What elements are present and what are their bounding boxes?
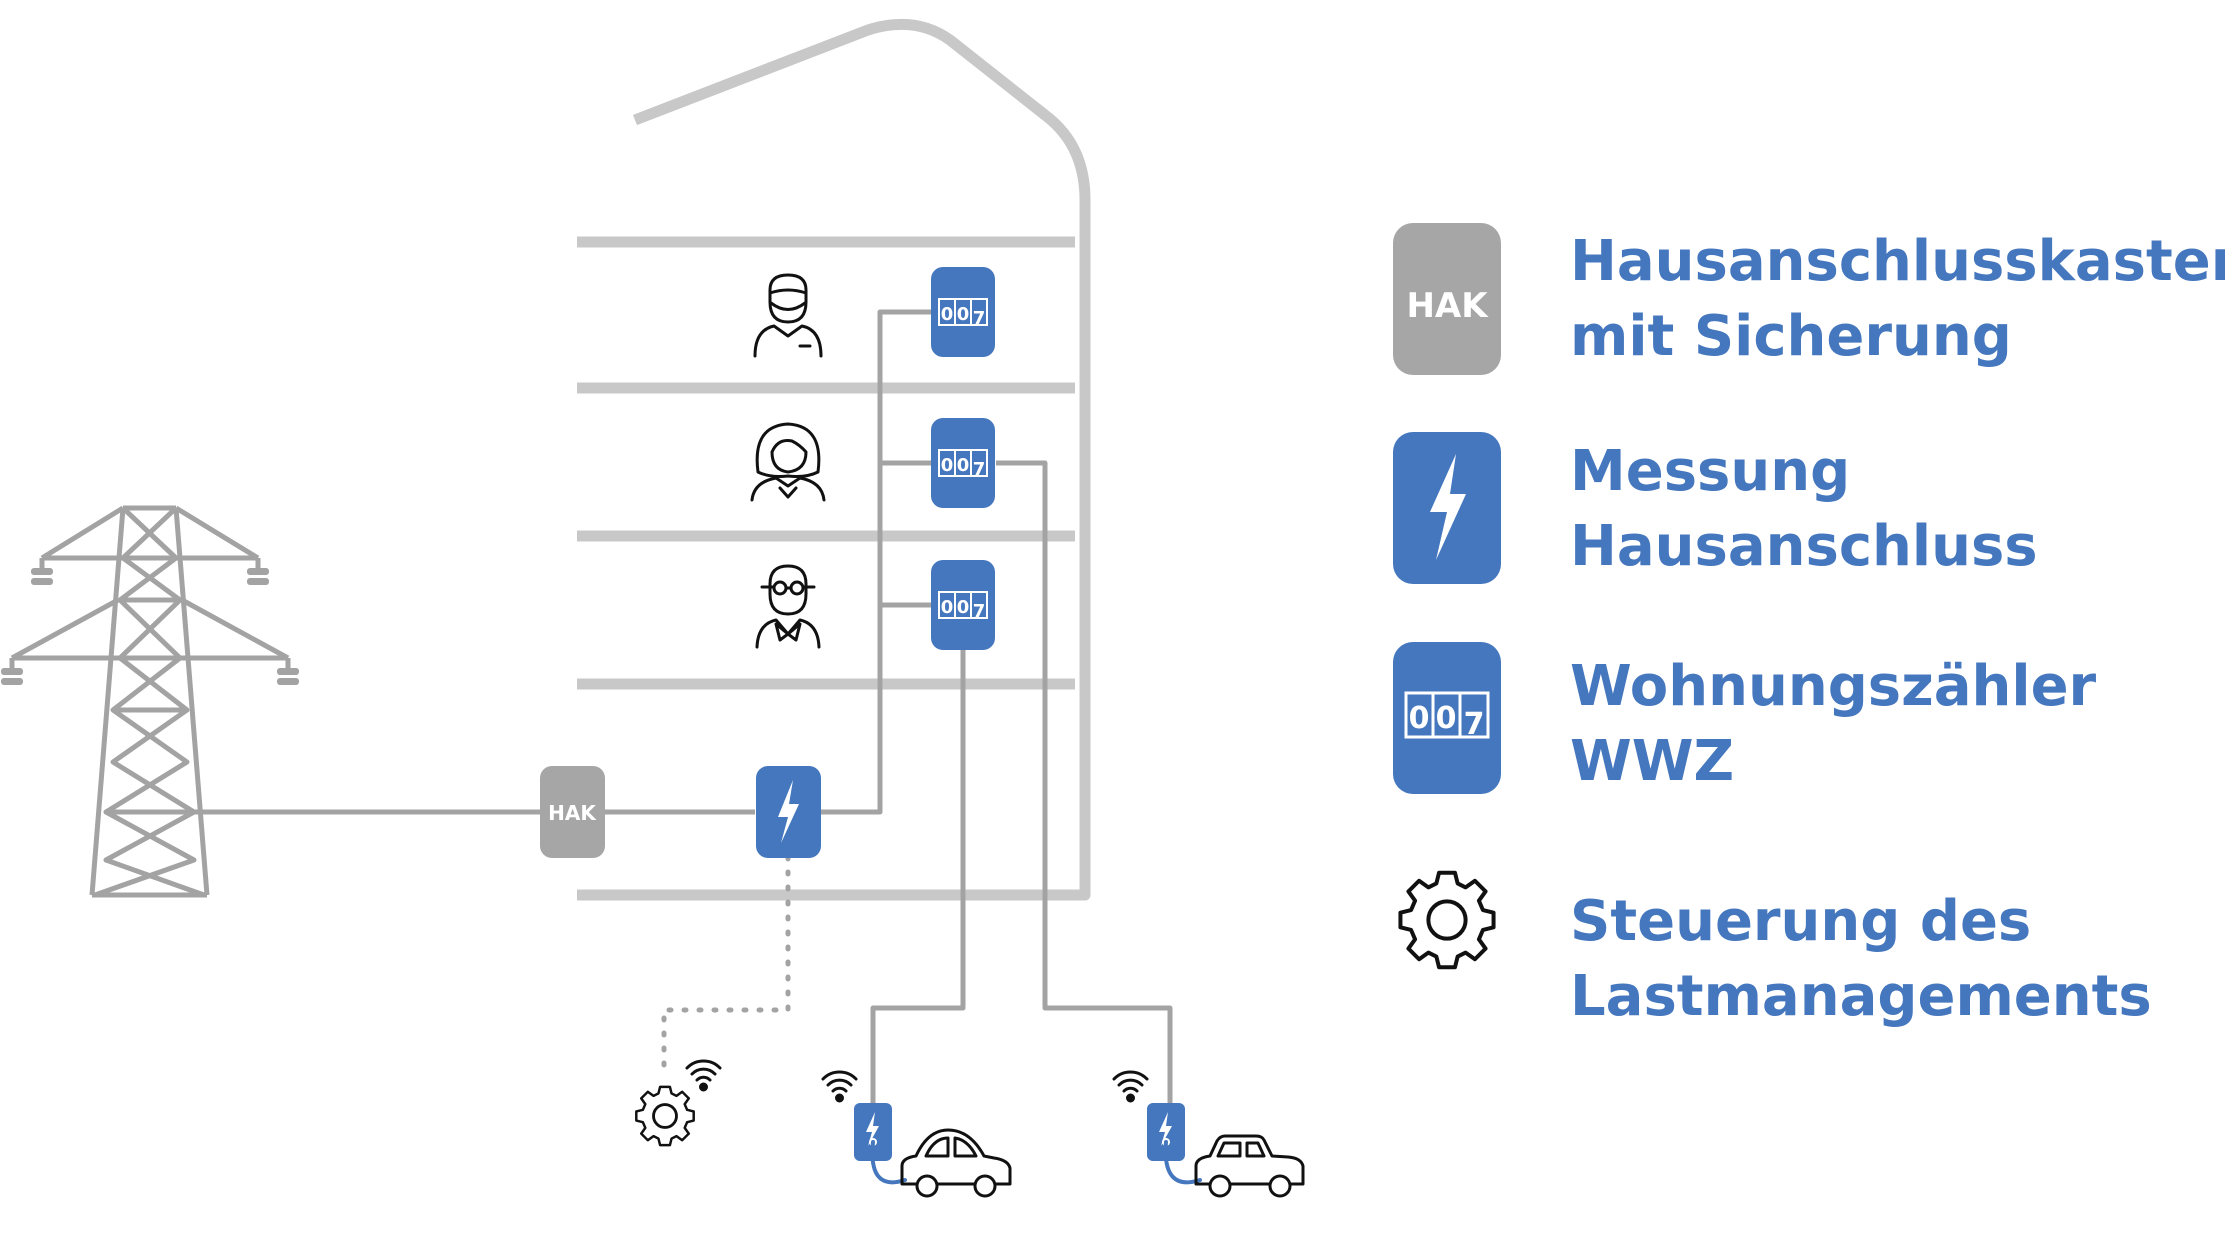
charging-station-2-wifi-icon <box>1112 1070 1149 1103</box>
power-pylon-icon <box>9 505 291 898</box>
car-2-icon <box>1194 1134 1305 1198</box>
main-measurement-box <box>756 766 821 858</box>
apartment-meter-2: 0 0 7 <box>930 417 996 509</box>
legend-item-hak: HAK Hausanschlusskasten mit Sicherung <box>1393 223 2225 375</box>
legend-hak-box-label: HAK <box>1406 286 1489 326</box>
resident-woman-icon <box>750 422 826 502</box>
load-management-gear-icon <box>635 1085 695 1147</box>
resident-elderly-glasses-icon <box>755 564 821 649</box>
meter-3-digit-1: 0 <box>941 597 954 618</box>
charging-cable-1 <box>870 1140 907 1185</box>
legend-hak-line2: mit Sicherung <box>1570 304 2012 369</box>
apartment-meter-3: 0 0 7 <box>930 559 996 651</box>
car-1-icon <box>900 1128 1012 1198</box>
meter-1-digit-2: 0 <box>957 304 970 325</box>
hak-box-icon <box>1393 223 1501 375</box>
legend-messung-line2: Hausanschluss <box>1570 514 2038 579</box>
charging-station-2-lightning-icon <box>1159 1112 1172 1146</box>
charging-station-1-wifi-icon <box>821 1070 858 1103</box>
hak-box: HAK <box>540 766 605 858</box>
legend-item-wwz: 0 0 7 Wohnungszähler WWZ <box>1393 642 2097 794</box>
meter-2-digit-3: 7 <box>973 459 986 480</box>
lightning-icon <box>778 780 799 843</box>
legend-wwz-line1: Wohnungszähler <box>1570 654 2097 719</box>
legend-messung-line1: Messung <box>1570 439 1850 504</box>
legend-item-steuerung: Steuerung des Lastmanagements <box>1398 870 2152 1029</box>
meter-3-digit-2: 0 <box>957 597 970 618</box>
legend-steuerung-line1: Steuerung des <box>1570 889 2031 954</box>
legend-meter-digit-3: 7 <box>1464 707 1485 742</box>
legend-meter-digit-1: 0 <box>1409 701 1430 736</box>
meter-box-icon <box>1393 642 1501 794</box>
meter-2-digit-2: 0 <box>957 455 970 476</box>
legend-wwz-line2: WWZ <box>1570 729 1734 794</box>
hak-box-label: HAK <box>548 801 597 825</box>
legend-item-messung: Messung Hausanschluss <box>1393 432 2038 584</box>
apartment-meter-1: 0 0 7 <box>930 266 996 358</box>
insulator-icons <box>1 568 299 685</box>
meter-3-digit-3: 7 <box>973 601 986 622</box>
wiring <box>194 309 1173 1105</box>
legend-meter-digit-2: 0 <box>1436 701 1457 736</box>
legend-lightning-icon <box>1430 454 1466 560</box>
resident-man-beard-icon <box>753 273 823 358</box>
charging-station-1-lightning-icon <box>866 1112 879 1146</box>
meter-1-digit-1: 0 <box>941 304 954 325</box>
legend-hak-line1: Hausanschlusskasten <box>1570 229 2225 294</box>
legend: HAK Hausanschlusskasten mit Sicherung Me… <box>1393 223 2225 1029</box>
controller-wifi-icon <box>685 1059 722 1092</box>
meter-1-digit-3: 7 <box>973 308 986 329</box>
charging-station-2 <box>1147 1103 1202 1185</box>
meter-2-digit-1: 0 <box>941 455 954 476</box>
charging-cable-2 <box>1163 1140 1202 1185</box>
legend-steuerung-line2: Lastmanagements <box>1570 964 2152 1029</box>
control-signal-line <box>661 854 791 1078</box>
gear-icon <box>1398 870 1496 970</box>
charging-station-1 <box>854 1103 907 1185</box>
building-outline <box>577 18 1091 901</box>
